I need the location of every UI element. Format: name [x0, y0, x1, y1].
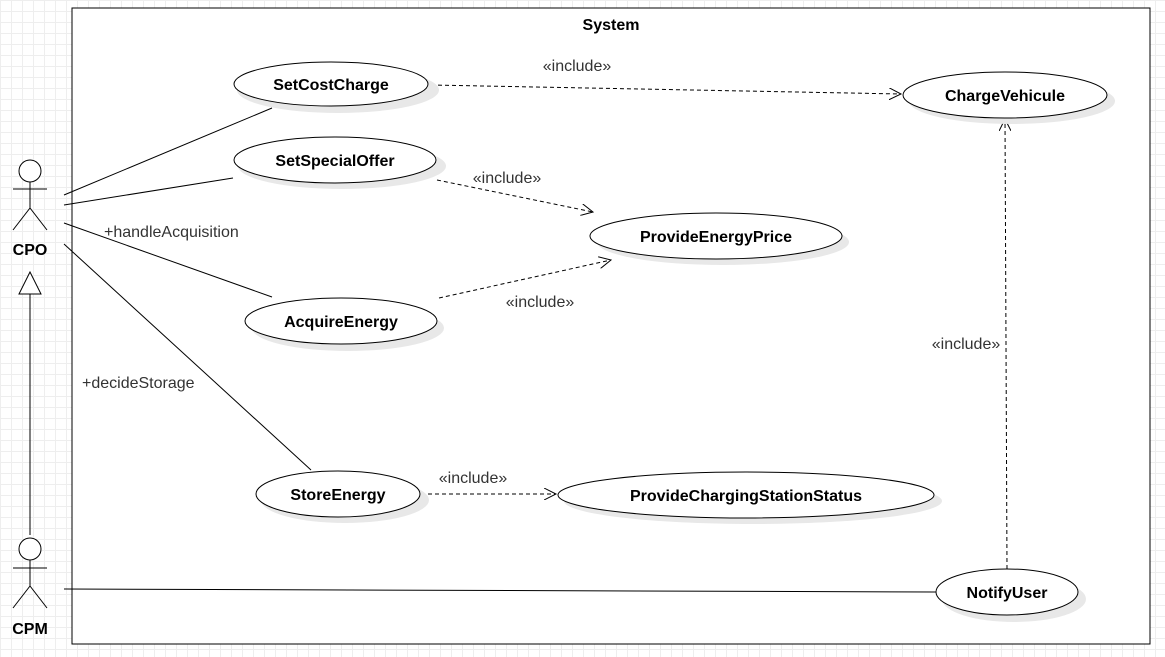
include-label-5: «include»: [932, 336, 1001, 353]
assoc-cpo-setspecialoffer: [63, 177, 234, 206]
include-acquireenergy-provideenergyprice: [438, 260, 611, 299]
usecase-providechargingstationstatus-label: ProvideChargingStationStatus: [630, 488, 862, 505]
include-label-4: «include»: [439, 470, 508, 487]
include-label-2: «include»: [473, 170, 542, 187]
actor-cpm-head: [18, 537, 42, 561]
usecase-acquireenergy-label: AcquireEnergy: [284, 314, 398, 331]
usecase-storeenergy-label: StoreEnergy: [290, 487, 385, 504]
actor-cpo-label: CPO: [13, 242, 48, 259]
assoc-cpo-storeenergy: [63, 243, 312, 471]
system-title: System: [583, 17, 640, 34]
assoc-cpo-acquireenergy: [63, 222, 273, 298]
actor-cpo-head: [18, 159, 42, 183]
usecase-providechargingstationstatus[interactable]: ProvideChargingStationStatus: [557, 471, 939, 521]
actor-cpo[interactable]: CPO: [12, 159, 48, 259]
assoc-cpo-setcostcharge: [63, 107, 273, 196]
actor-cpm-label: CPM: [12, 621, 48, 638]
include-label-1: «include»: [543, 58, 612, 75]
usecase-setspecialoffer[interactable]: SetSpecialOffer: [233, 136, 443, 186]
actor-cpm[interactable]: CPM: [12, 537, 48, 638]
include-label-3: «include»: [506, 294, 575, 311]
usecase-acquireenergy[interactable]: AcquireEnergy: [244, 297, 441, 348]
usecase-setcostcharge-label: SetCostCharge: [273, 77, 389, 94]
usecase-setspecialoffer-label: SetSpecialOffer: [275, 153, 394, 170]
include-setcostcharge-chargevehicule: [430, 84, 901, 94]
decide-storage-label: +decideStorage: [82, 375, 195, 392]
include-setspecialoffer-provideenergyprice: [436, 179, 593, 212]
handle-acquisition-label: +handleAcquisition: [104, 224, 239, 241]
usecase-storeenergy[interactable]: StoreEnergy: [255, 470, 426, 520]
generalization-arrowhead: [18, 270, 42, 295]
usecase-chargevehicule-label: ChargeVehicule: [945, 88, 1065, 105]
usecase-notifyuser[interactable]: NotifyUser: [935, 568, 1083, 619]
usecase-provideenergyprice[interactable]: ProvideEnergyPrice: [589, 212, 846, 262]
usecase-notifyuser-label: NotifyUser: [967, 585, 1048, 602]
usecase-provideenergyprice-label: ProvideEnergyPrice: [640, 229, 792, 246]
include-notifyuser-chargevehicule: [1005, 119, 1007, 570]
assoc-cpm-notifyuser: [63, 588, 937, 593]
usecase-setcostcharge[interactable]: SetCostCharge: [233, 61, 436, 110]
usecase-chargevehicule[interactable]: ChargeVehicule: [902, 71, 1112, 121]
